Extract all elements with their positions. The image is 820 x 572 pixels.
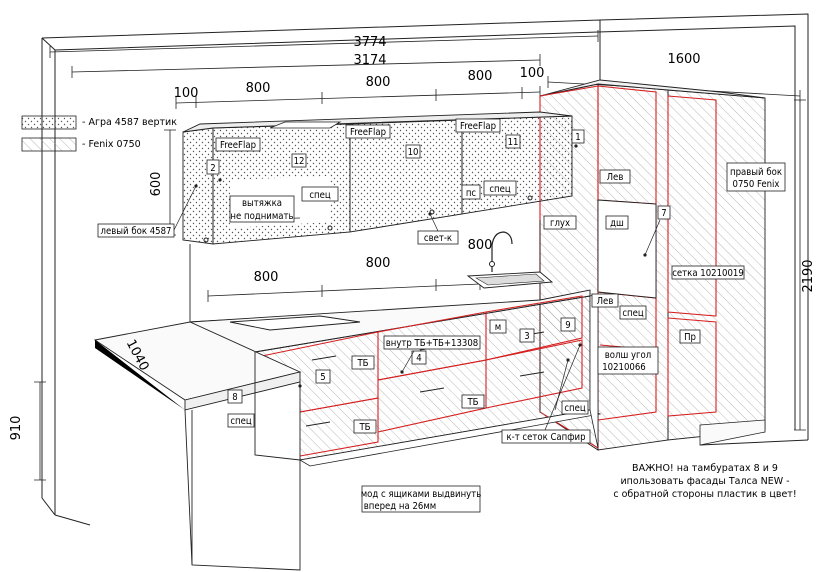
label-spec-bar: спец xyxy=(230,416,252,427)
label-mesh-set: к-т сеток Сапфир xyxy=(506,432,585,443)
dim-bar-height: 910 xyxy=(9,416,24,441)
label-spec-mid: спец xyxy=(622,308,644,319)
label-lev-mid: Лев xyxy=(597,296,614,307)
label-hood-line2: не поднимать xyxy=(230,211,293,222)
label-mesh: сетка 10210019 xyxy=(672,268,744,279)
dim-upper-800-c: 800 xyxy=(468,69,493,84)
label-left-side: левый бок 4587 xyxy=(101,226,172,237)
label-texts: FreeFlap FreeFlap FreeFlap 2 12 10 11 1 … xyxy=(101,121,782,512)
label-inner: внутр ТБ+ТБ+13308 xyxy=(386,338,478,349)
important-note-line2: ипользовать фасады Талса NEW - xyxy=(620,476,790,487)
label-num-12: 12 xyxy=(294,156,305,167)
important-note-line1: ВАЖНО! на тамбуратах 8 и 9 xyxy=(632,463,778,474)
label-volsh-line1: волш угол xyxy=(605,350,652,361)
dim-inner-width: 3174 xyxy=(353,53,386,68)
label-freeflap-3: FreeFlap xyxy=(460,121,496,132)
label-num-5: 5 xyxy=(320,372,325,383)
dim-lower-800-b: 800 xyxy=(366,256,391,271)
label-num-11: 11 xyxy=(508,137,519,148)
label-num-2: 2 xyxy=(210,163,215,174)
label-ps: пс xyxy=(466,188,477,199)
label-tb-3: ТБ xyxy=(358,422,370,433)
label-spec-upper-a: спец xyxy=(309,190,331,201)
label-freeflap-1: FreeFlap xyxy=(220,140,256,151)
dim-total-width: 3774 xyxy=(353,35,386,50)
worktop xyxy=(189,231,591,353)
legend-swatches xyxy=(21,115,77,152)
dim-lower-800-a: 800 xyxy=(254,270,279,285)
dim-lower-800-c: 800 xyxy=(468,238,493,253)
label-spec-lower: спец xyxy=(564,403,586,414)
legend-label-dots: - Агра 4587 вертик xyxy=(82,117,177,128)
label-drawers-line1: мод с ящиками выдвинуть xyxy=(361,489,482,500)
label-drawers-line2: вперед на 26мм xyxy=(364,501,437,512)
label-num-1: 1 xyxy=(575,132,580,143)
dim-total-height: 2190 xyxy=(801,259,816,292)
label-volsh-line2: 10210066 xyxy=(602,362,646,373)
label-num-10: 10 xyxy=(408,147,419,158)
label-tb-1: ТБ xyxy=(356,358,368,369)
dim-upper-height: 600 xyxy=(149,172,164,197)
label-right-side-line2: 0750 Fenix xyxy=(733,179,780,190)
dim-top-offset-left: 100 xyxy=(174,86,199,101)
label-lev-top: Лев xyxy=(607,172,624,183)
label-freeflap-2: FreeFlap xyxy=(350,127,386,138)
leader-lines xyxy=(173,185,661,431)
legend-swatch-hatch xyxy=(21,137,77,152)
label-frames xyxy=(97,118,786,513)
label-tb-2: ТБ xyxy=(466,397,478,408)
breakfast-bar xyxy=(93,321,302,571)
dim-right-width: 1600 xyxy=(667,52,700,67)
room-walls xyxy=(41,13,809,526)
label-num-4: 4 xyxy=(416,353,421,364)
label-right-side-line1: правый бок xyxy=(730,167,782,178)
dim-upper-800-b: 800 xyxy=(366,75,391,90)
bullets xyxy=(194,144,647,388)
label-num-8: 8 xyxy=(232,392,237,403)
label-spec-upper-b: спец xyxy=(489,184,511,195)
label-m: м xyxy=(495,322,501,333)
important-note: ВАЖНО! на тамбуратах 8 и 9 ипользовать ф… xyxy=(600,462,810,501)
label-hood-line1: вытяжка xyxy=(242,198,282,209)
dim-top-offset-right: 100 xyxy=(520,66,545,81)
label-dsh: дш xyxy=(610,218,624,229)
label-num-9: 9 xyxy=(565,320,570,331)
label-gluh: глух xyxy=(550,218,570,229)
label-light: свет-к xyxy=(424,233,452,244)
label-num-7: 7 xyxy=(661,208,666,219)
important-note-line3: с обратной стороны пластик в цвет! xyxy=(613,489,797,500)
lower-cabinets xyxy=(254,293,602,467)
dim-upper-800-a: 800 xyxy=(246,81,271,96)
label-num-3: 3 xyxy=(524,331,529,342)
legend-label-hatch: - Fenix 0750 xyxy=(82,139,141,150)
label-pr: Пр xyxy=(684,332,696,343)
legend-swatch-dots xyxy=(21,115,77,130)
